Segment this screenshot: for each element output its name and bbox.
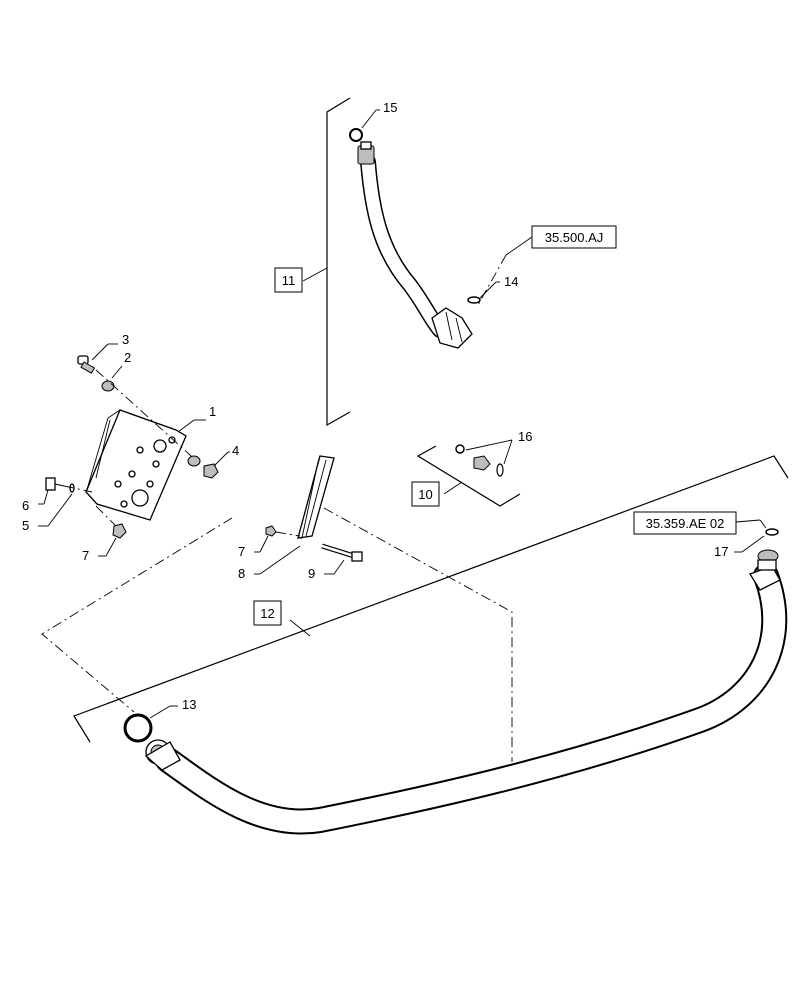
nut-7-left[interactable] [112, 523, 127, 539]
callout-16: 16 [518, 429, 532, 444]
clamp-block-8[interactable] [297, 455, 335, 539]
nut-4[interactable] [203, 463, 219, 479]
callout-8: 8 [238, 566, 245, 581]
group-10-bracket [416, 445, 521, 507]
callout-4: 4 [232, 443, 239, 458]
callout-6: 6 [22, 498, 29, 513]
box-11[interactable]: 11 [274, 267, 303, 293]
box-10-label: 10 [418, 487, 432, 502]
box-12-label: 12 [260, 606, 274, 621]
box-12[interactable]: 12 [253, 600, 282, 626]
ref-35-500-aj-label: 35.500.AJ [545, 230, 604, 245]
bolt-9[interactable] [321, 543, 363, 562]
o-ring-16-b[interactable] [496, 463, 504, 477]
o-ring-13[interactable] [123, 713, 153, 743]
callout-17: 17 [714, 544, 728, 559]
bolt-3[interactable] [77, 355, 96, 374]
nut-7-center[interactable] [265, 525, 277, 537]
upper-hose[interactable] [357, 141, 473, 349]
group-12-bracket [73, 455, 789, 743]
ref-box-35-500-aj[interactable]: 35.500.AJ [531, 225, 617, 249]
o-ring-14[interactable] [467, 296, 481, 304]
callout-7-left: 7 [82, 548, 89, 563]
callout-7-center: 7 [238, 544, 245, 559]
box-11-label: 11 [282, 273, 296, 288]
callout-13: 13 [182, 697, 196, 712]
box-10[interactable]: 10 [411, 481, 440, 507]
callout-15: 15 [383, 100, 397, 115]
callout-1: 1 [209, 404, 216, 419]
callout-5: 5 [22, 518, 29, 533]
bolt-6[interactable] [45, 477, 65, 491]
callout-3: 3 [122, 332, 129, 347]
mounting-bracket-1[interactable] [85, 409, 187, 521]
group-11-bracket [302, 97, 351, 427]
ref-box-35-359-ae-02[interactable]: 35.359.AE 02 [633, 511, 737, 535]
o-ring-16[interactable] [455, 444, 465, 454]
main-hose[interactable] [144, 549, 788, 835]
fitting-16[interactable] [473, 455, 491, 471]
o-ring-17[interactable] [765, 528, 779, 536]
washer-2[interactable] [101, 380, 115, 392]
callout-9: 9 [308, 566, 315, 581]
o-ring-15[interactable] [349, 128, 363, 142]
callout-2: 2 [124, 350, 131, 365]
ref-35-359-ae-02-label: 35.359.AE 02 [646, 516, 725, 531]
callout-14: 14 [504, 274, 518, 289]
washer-4[interactable] [187, 455, 201, 467]
